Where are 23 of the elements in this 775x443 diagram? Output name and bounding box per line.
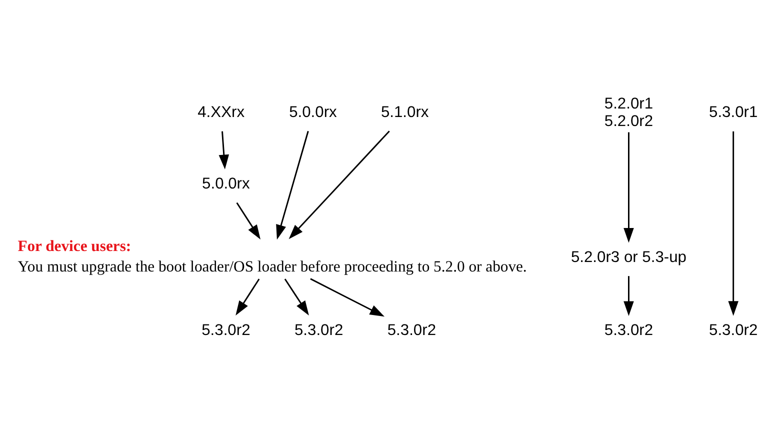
node-text: 5.3.0r1: [709, 104, 758, 121]
node-text: 5.3.0r2: [709, 322, 758, 339]
node-text: 5.3.0r2: [604, 322, 654, 339]
arrow: [288, 130, 390, 239]
arrow: [624, 276, 634, 316]
node-text: 5.1.0rx: [380, 104, 429, 121]
arrow: [236, 278, 260, 315]
node-text: For device users: You must upgrade the boot loader/OS loader before proceeding to 5.2.0 or above.: [18, 238, 527, 276]
arrow: [728, 130, 738, 316]
arrow: [218, 130, 230, 169]
node-text: 5.3.0r2: [202, 322, 250, 339]
node-text: 5.3.0r2: [387, 322, 436, 339]
node-text: 4.XXrx: [198, 104, 245, 121]
node-text: 5.3.0r2: [294, 322, 344, 339]
node-text: 5.2.0r3 or 5.3-up: [570, 248, 686, 266]
node-text: 5.0.0rx: [202, 175, 250, 192]
arrow: [624, 132, 634, 242]
node-text: 5.0.0rx: [289, 104, 337, 121]
arrow: [284, 278, 309, 315]
arrow: [310, 278, 385, 316]
arrow: [276, 130, 309, 240]
arrow: [236, 202, 260, 239]
node-text: 5.2.0r1 5.2.0r2: [604, 94, 654, 130]
